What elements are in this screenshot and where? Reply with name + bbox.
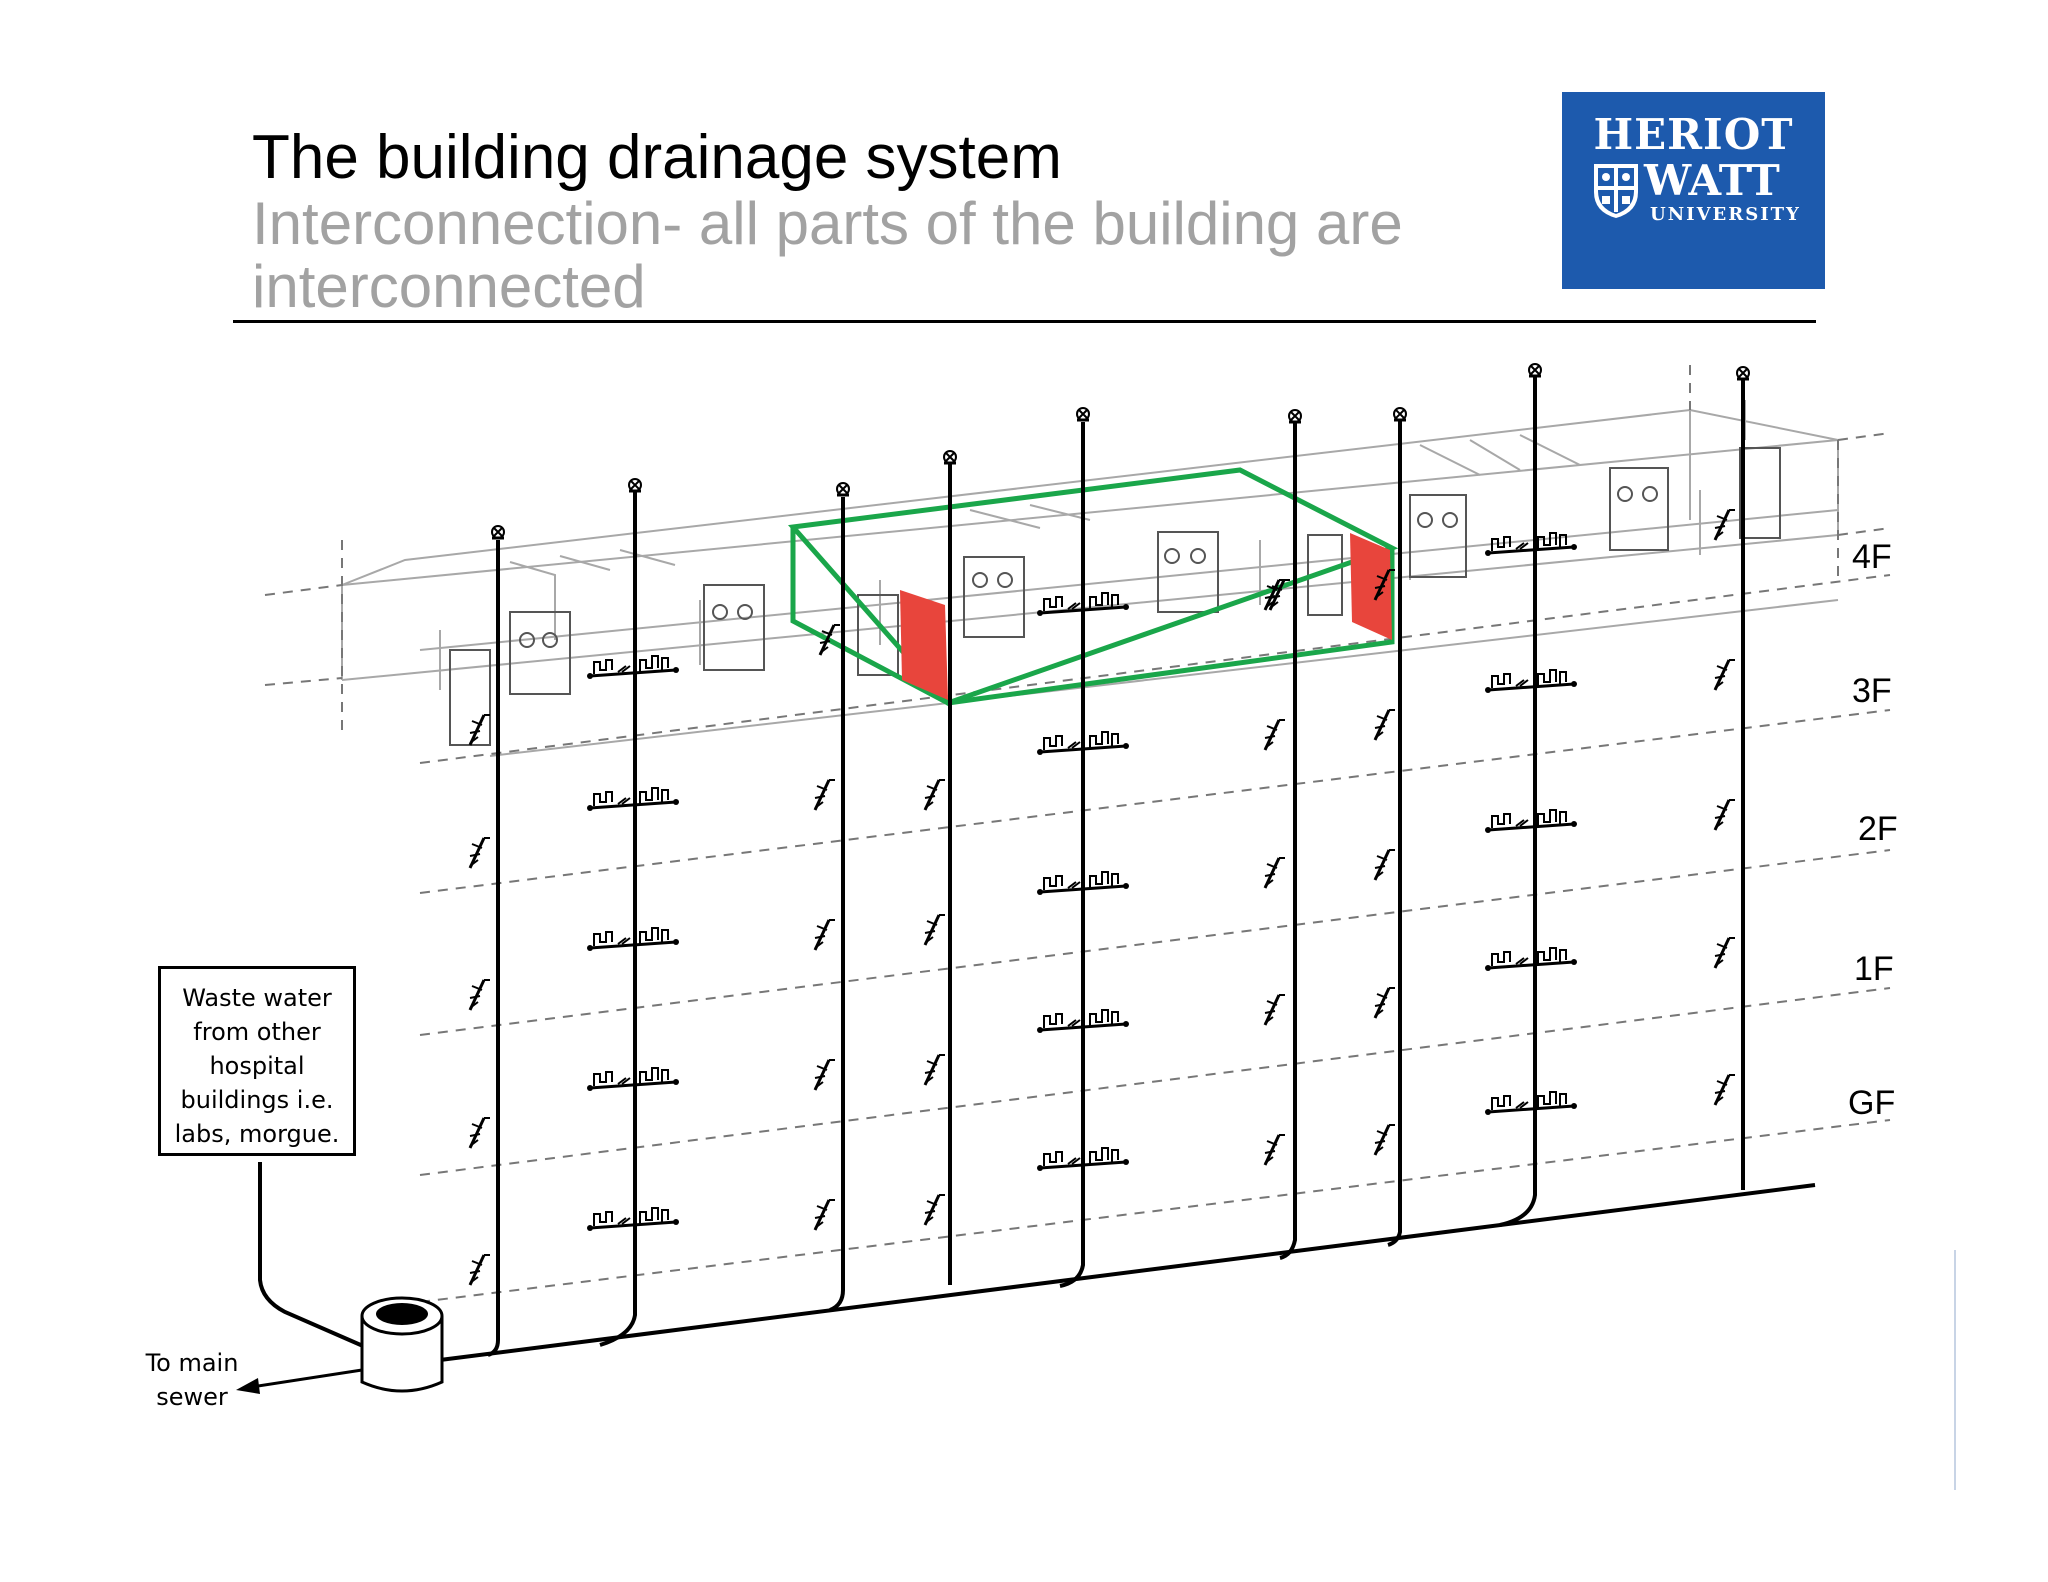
outlet-label-line: To main — [145, 1349, 239, 1377]
note-line: hospital — [209, 1052, 305, 1080]
outlet-label: To main sewer — [142, 1346, 242, 1414]
logo-text-watt: WATT — [1644, 156, 1780, 205]
logo-text-heriot: HERIOT — [1593, 110, 1794, 159]
vent-caps — [490, 362, 1751, 540]
red-riser-panels — [900, 533, 1392, 700]
note-line: Waste water — [182, 984, 332, 1012]
building-outline — [341, 400, 1839, 757]
soil-stacks — [487, 375, 1745, 1357]
highlighted-zone — [788, 467, 1399, 706]
outlet-arrow — [236, 1368, 363, 1394]
inspection-chamber — [360, 1296, 444, 1393]
page-subtitle: Interconnection- all parts of the buildi… — [252, 190, 1403, 320]
crest-icon — [1594, 164, 1638, 218]
floor-lines — [264, 365, 1891, 1303]
main-drain — [258, 1162, 1816, 1362]
floor-label-2f: 2F — [1858, 810, 1898, 848]
floor-label-1f: 1F — [1854, 950, 1894, 988]
note-line: buildings i.e. — [180, 1086, 334, 1114]
page-title: The building drainage system — [252, 123, 1062, 192]
note-line: from other — [193, 1018, 321, 1046]
floor-label-4f: 4F — [1852, 538, 1892, 576]
waste-water-note: Waste water from other hospital building… — [158, 966, 356, 1156]
logo-text-university: UNIVERSITY — [1650, 204, 1801, 225]
room-doors — [449, 447, 1781, 746]
title-divider — [233, 320, 1816, 323]
floor-label-3f: 3F — [1852, 672, 1892, 710]
outlet-label-line: sewer — [156, 1383, 228, 1411]
floor-label-gf: GF — [1848, 1084, 1896, 1122]
university-logo: HERIOT WATT UNIVERSITY — [1562, 92, 1825, 289]
note-line: labs, morgue. — [174, 1120, 340, 1148]
